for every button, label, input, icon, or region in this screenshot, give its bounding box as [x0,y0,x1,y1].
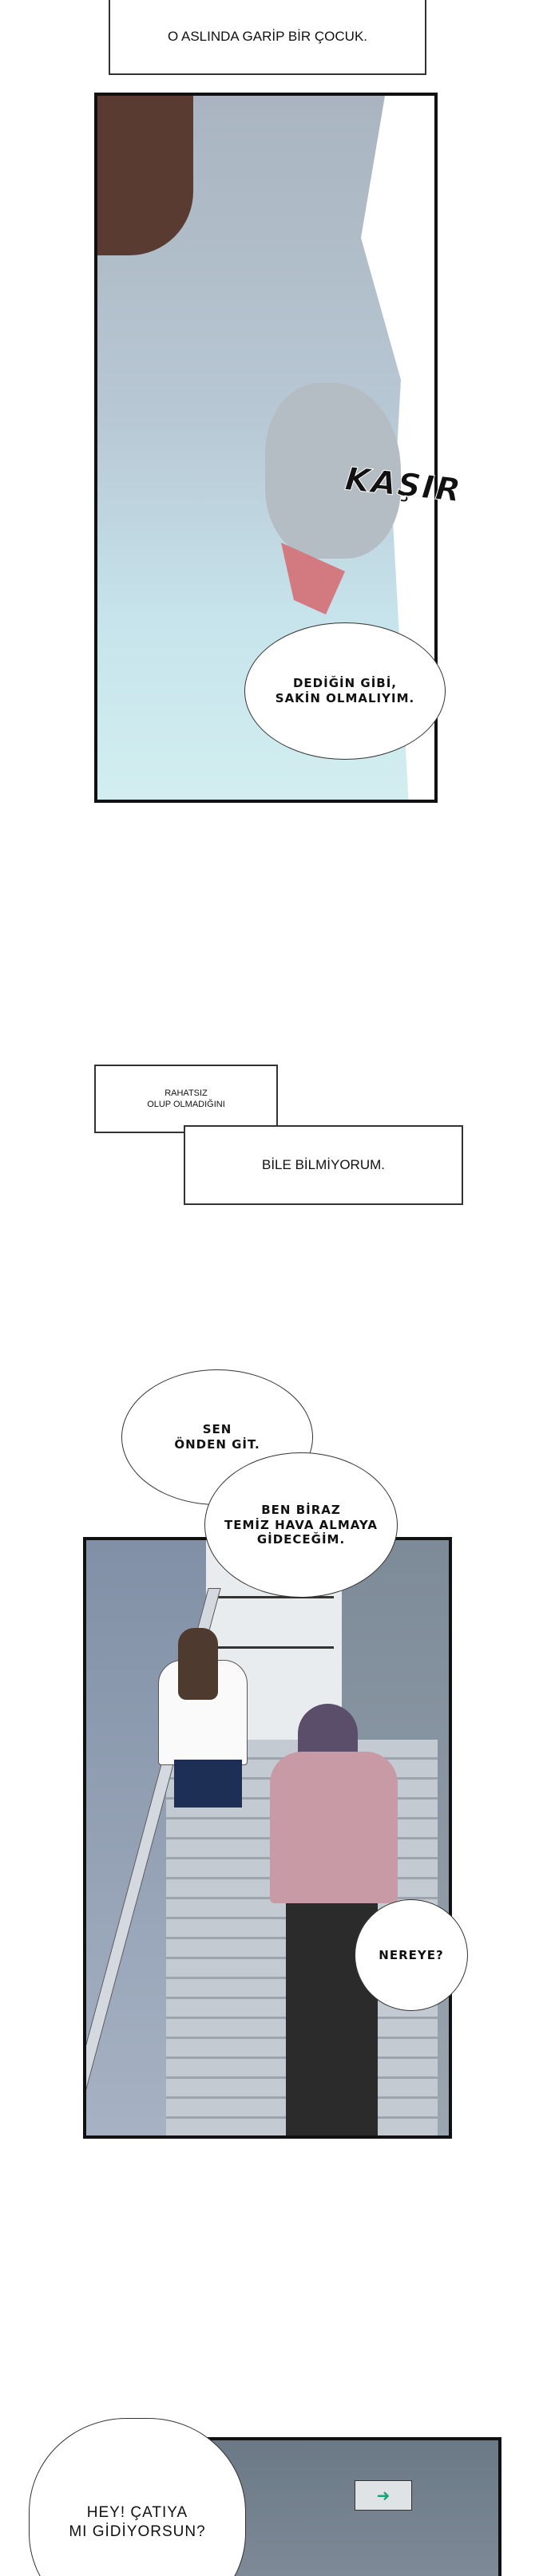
caption-text: RAHATSIZ OLUP OLMADIĞINI [147,1088,225,1109]
caption-text: BİLE BİLMİYORUM. [262,1157,385,1172]
speech-text: BEN BİRAZ TEMİZ HAVA ALMAYA GİDECEĞİM. [224,1502,378,1547]
speech-bubble: NEREYE? [355,1899,468,2011]
speech-bubble: DEDİĞİN GİBİ, SAKİN OLMALIYIM. [244,622,446,760]
window-frame [206,1596,334,1649]
speech-bubble: HEY! ÇATIYA MI GİDİYORSUN? [29,2418,246,2576]
speech-text: HEY! ÇATIYA MI GİDİYORSUN? [69,2504,206,2540]
speech-text: SEN ÖNDEN GİT. [174,1422,260,1452]
panel-staircase [83,1537,452,2139]
boy-cardigan [270,1752,398,1903]
exit-sign: ➜ [355,2480,412,2511]
girl-skirt [174,1760,242,1808]
caption-text: O ASLINDA GARİP BİR ÇOCUK. [167,29,368,44]
speech-text: NEREYE? [379,1947,444,1962]
speech-bubble: BEN BİRAZ TEMİZ HAVA ALMAYA GİDECEĞİM. [204,1452,398,1598]
hand-illustration [265,383,401,559]
hair-illustration [97,96,193,255]
girl-hair [178,1628,218,1700]
caption-box: O ASLINDA GARİP BİR ÇOCUK. [109,0,426,75]
caption-box: RAHATSIZ OLUP OLMADIĞINI [94,1065,278,1133]
caption-box: BİLE BİLMİYORUM. [184,1125,463,1205]
boy-hair [298,1704,358,1760]
speech-text: DEDİĞİN GİBİ, SAKİN OLMALIYIM. [275,676,415,705]
